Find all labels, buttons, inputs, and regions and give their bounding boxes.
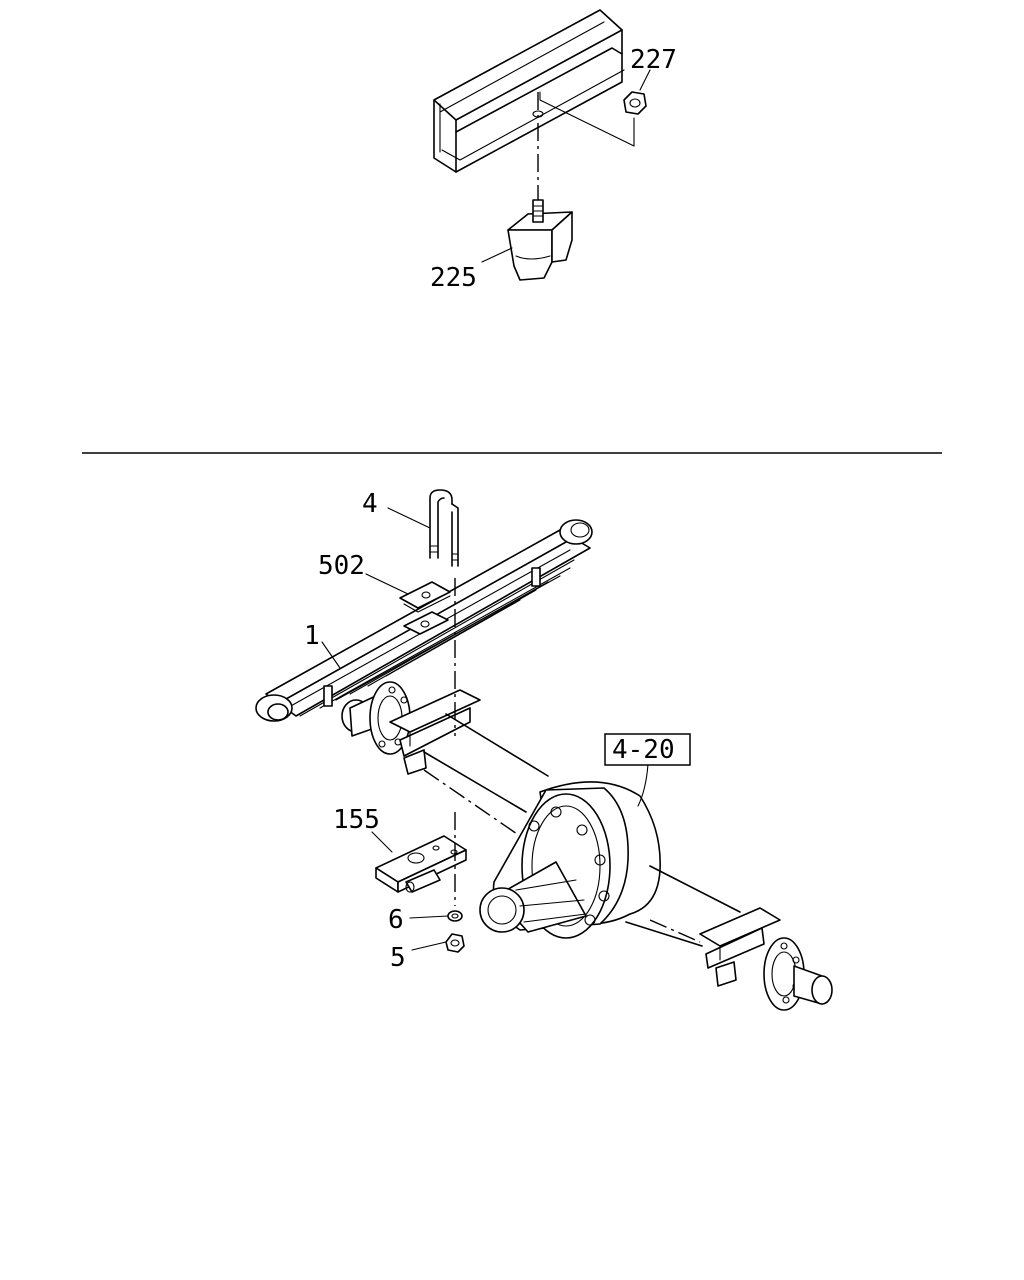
callout-225: 225 (430, 263, 477, 293)
callout-155: 155 (333, 805, 380, 835)
spring-seat-plate-155 (375, 835, 467, 893)
callout-1: 1 (304, 621, 320, 651)
axle-housing-4-20 (341, 681, 833, 1011)
leader-227 (639, 69, 651, 91)
nut-bracket-line (539, 91, 635, 147)
leader-4 (387, 507, 431, 529)
leader-4-20 (637, 763, 649, 807)
callout-502: 502 (318, 551, 365, 581)
frame-rail (433, 9, 625, 173)
callout-227: 227 (630, 45, 677, 75)
nut-5 (445, 933, 465, 953)
u-bolt-4 (429, 489, 459, 567)
leader-5 (411, 941, 447, 951)
assembly-line-axle-left (423, 769, 521, 837)
leader-1 (321, 641, 341, 669)
callout-4: 4 (362, 489, 378, 519)
leader-502 (365, 573, 409, 595)
washer-6 (447, 910, 463, 922)
spacer-plate-502 (399, 581, 451, 613)
callout-4-20-box (604, 733, 691, 766)
callout-5: 5 (390, 943, 406, 973)
nut-227 (623, 91, 647, 115)
leader-6 (409, 915, 449, 919)
leader-155 (371, 831, 393, 853)
rubber-bumper-225 (507, 199, 573, 281)
leader-225 (481, 247, 513, 263)
leaf-spring-1 (255, 519, 593, 722)
callout-6: 6 (388, 905, 404, 935)
assembly-line-axle-right (649, 919, 701, 943)
callout-4-20: 4-20 (612, 735, 675, 765)
